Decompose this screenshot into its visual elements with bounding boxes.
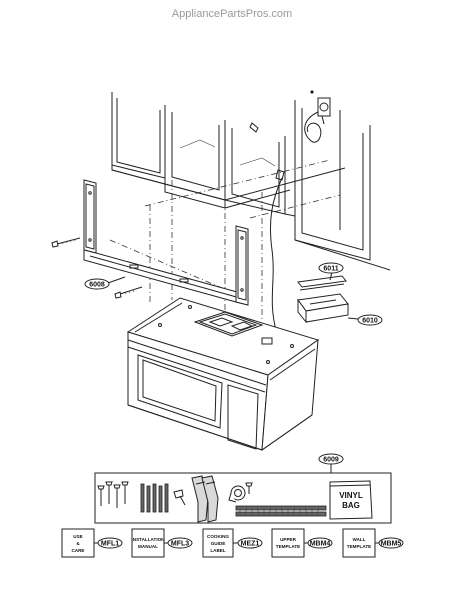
svg-text:UPPER: UPPER [280, 537, 297, 542]
callout-mez1: MEZ1 [241, 541, 260, 548]
doc-box-upper-template: UPPER TEMPLATE MBM4 [271, 528, 333, 558]
screw-icon [51, 237, 81, 248]
outlet-icon [304, 90, 331, 143]
svg-text:WALL: WALL [352, 537, 365, 542]
callout-6009: 6009 [318, 453, 344, 473]
toggle-bolt-icon [140, 483, 169, 513]
screw-icon [114, 286, 143, 299]
screw-icon [173, 489, 186, 506]
svg-text:LABEL: LABEL [210, 548, 226, 553]
power-cord [269, 177, 283, 351]
callout-mbm4: MBM4 [310, 541, 331, 548]
svg-text:GUIDE: GUIDE [211, 541, 226, 546]
callout-6011: 6011 [318, 262, 344, 281]
doc-box-cooking-guide-label: COOKING GUIDE LABEL MEZ1 [202, 528, 263, 558]
svg-text:&: & [76, 541, 80, 546]
grommet-strip-icon [235, 505, 327, 517]
hardware-kit-box [94, 472, 392, 524]
screw-icon [245, 482, 253, 494]
vinyl-bag: VINYL BAG [329, 480, 373, 520]
svg-text:INSTALLATION: INSTALLATION [131, 537, 165, 542]
svg-text:TEMPLATE: TEMPLATE [276, 544, 300, 549]
callout-mbm5: MBM5 [381, 541, 402, 548]
svg-text:VINYL: VINYL [339, 491, 363, 500]
svg-text:MANUAL: MANUAL [138, 544, 158, 549]
svg-text:6009: 6009 [323, 457, 339, 464]
doc-box-use-care: USE & CARE MFL1 [61, 528, 123, 558]
svg-text:TEMPLATE: TEMPLATE [347, 544, 371, 549]
part-6011-strip [297, 275, 347, 291]
doc-box-wall-template: WALL TEMPLATE MBM5 [342, 528, 404, 558]
svg-text:USE: USE [73, 534, 82, 539]
watermark-text: AppliancePartsPros.com [172, 8, 292, 20]
callout-mfl3: MFL3 [171, 541, 189, 548]
callout-6008: 6008 [84, 276, 126, 290]
svg-text:6008: 6008 [89, 282, 105, 289]
callout-6010: 6010 [347, 314, 383, 326]
callout-mfl1: MFL1 [101, 541, 119, 548]
microwave-oven [126, 297, 320, 452]
screw-icon [97, 481, 129, 508]
svg-text:6010: 6010 [362, 318, 378, 325]
cable-clamp-icon [228, 485, 246, 503]
upper-cabinet [111, 92, 391, 271]
bracket-icon [191, 475, 219, 523]
svg-text:COOKING: COOKING [207, 534, 229, 539]
part-6010-damper [297, 293, 349, 324]
svg-text:CARE: CARE [71, 548, 84, 553]
svg-text:6011: 6011 [323, 266, 338, 273]
mounting-plate [83, 179, 249, 306]
doc-box-installation-manual: INSTALLATION MANUAL MFL3 [131, 528, 193, 558]
svg-text:BAG: BAG [342, 501, 360, 510]
